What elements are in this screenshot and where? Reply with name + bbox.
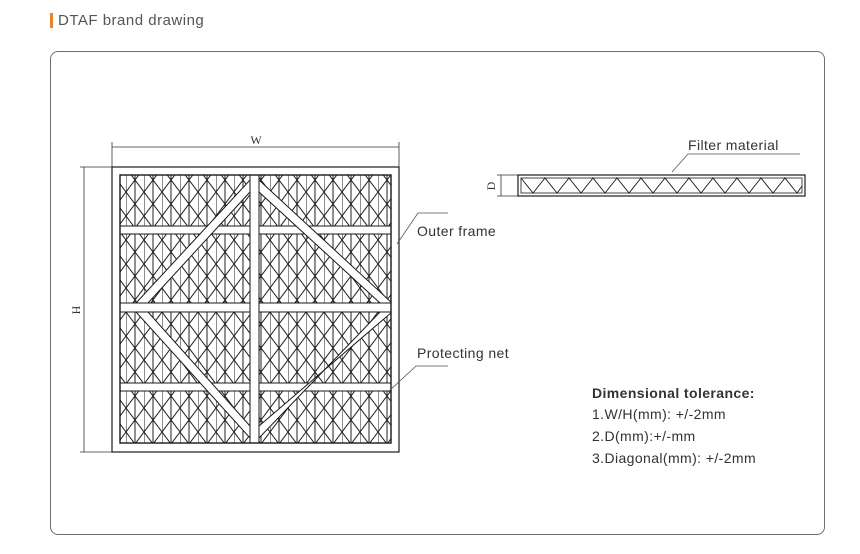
dim-label-d: D xyxy=(484,181,498,190)
section-heading: DTAF brand drawing xyxy=(50,11,204,29)
tolerance-item: 1.W/H(mm): +/-2mm xyxy=(592,406,726,422)
tolerance-item: 3.Diagonal(mm): +/-2mm xyxy=(592,450,757,466)
label-outer-frame: Outer frame xyxy=(417,223,497,239)
leader-outer-frame xyxy=(396,212,448,245)
page-title: DTAF brand drawing xyxy=(58,11,205,29)
leader-protecting-net xyxy=(387,365,448,393)
dim-label-w: W xyxy=(250,133,262,147)
protecting-net-grid xyxy=(120,175,391,443)
tolerance-title: Dimensional tolerance: xyxy=(592,385,755,401)
dim-label-h: H xyxy=(69,305,83,314)
drawing-panel xyxy=(50,51,825,535)
tolerance-item: 2.D(mm):+/-mm xyxy=(592,428,696,444)
tolerance-block: Dimensional tolerance: 1.W/H(mm): +/-2mm… xyxy=(592,385,756,472)
label-filter-material: Filter material xyxy=(688,137,779,153)
accent-bar xyxy=(50,12,53,28)
leader-filter-material xyxy=(671,153,800,173)
label-protecting-net: Protecting net xyxy=(417,345,509,361)
side-view xyxy=(497,174,806,197)
outer-frame-edge xyxy=(111,166,400,453)
